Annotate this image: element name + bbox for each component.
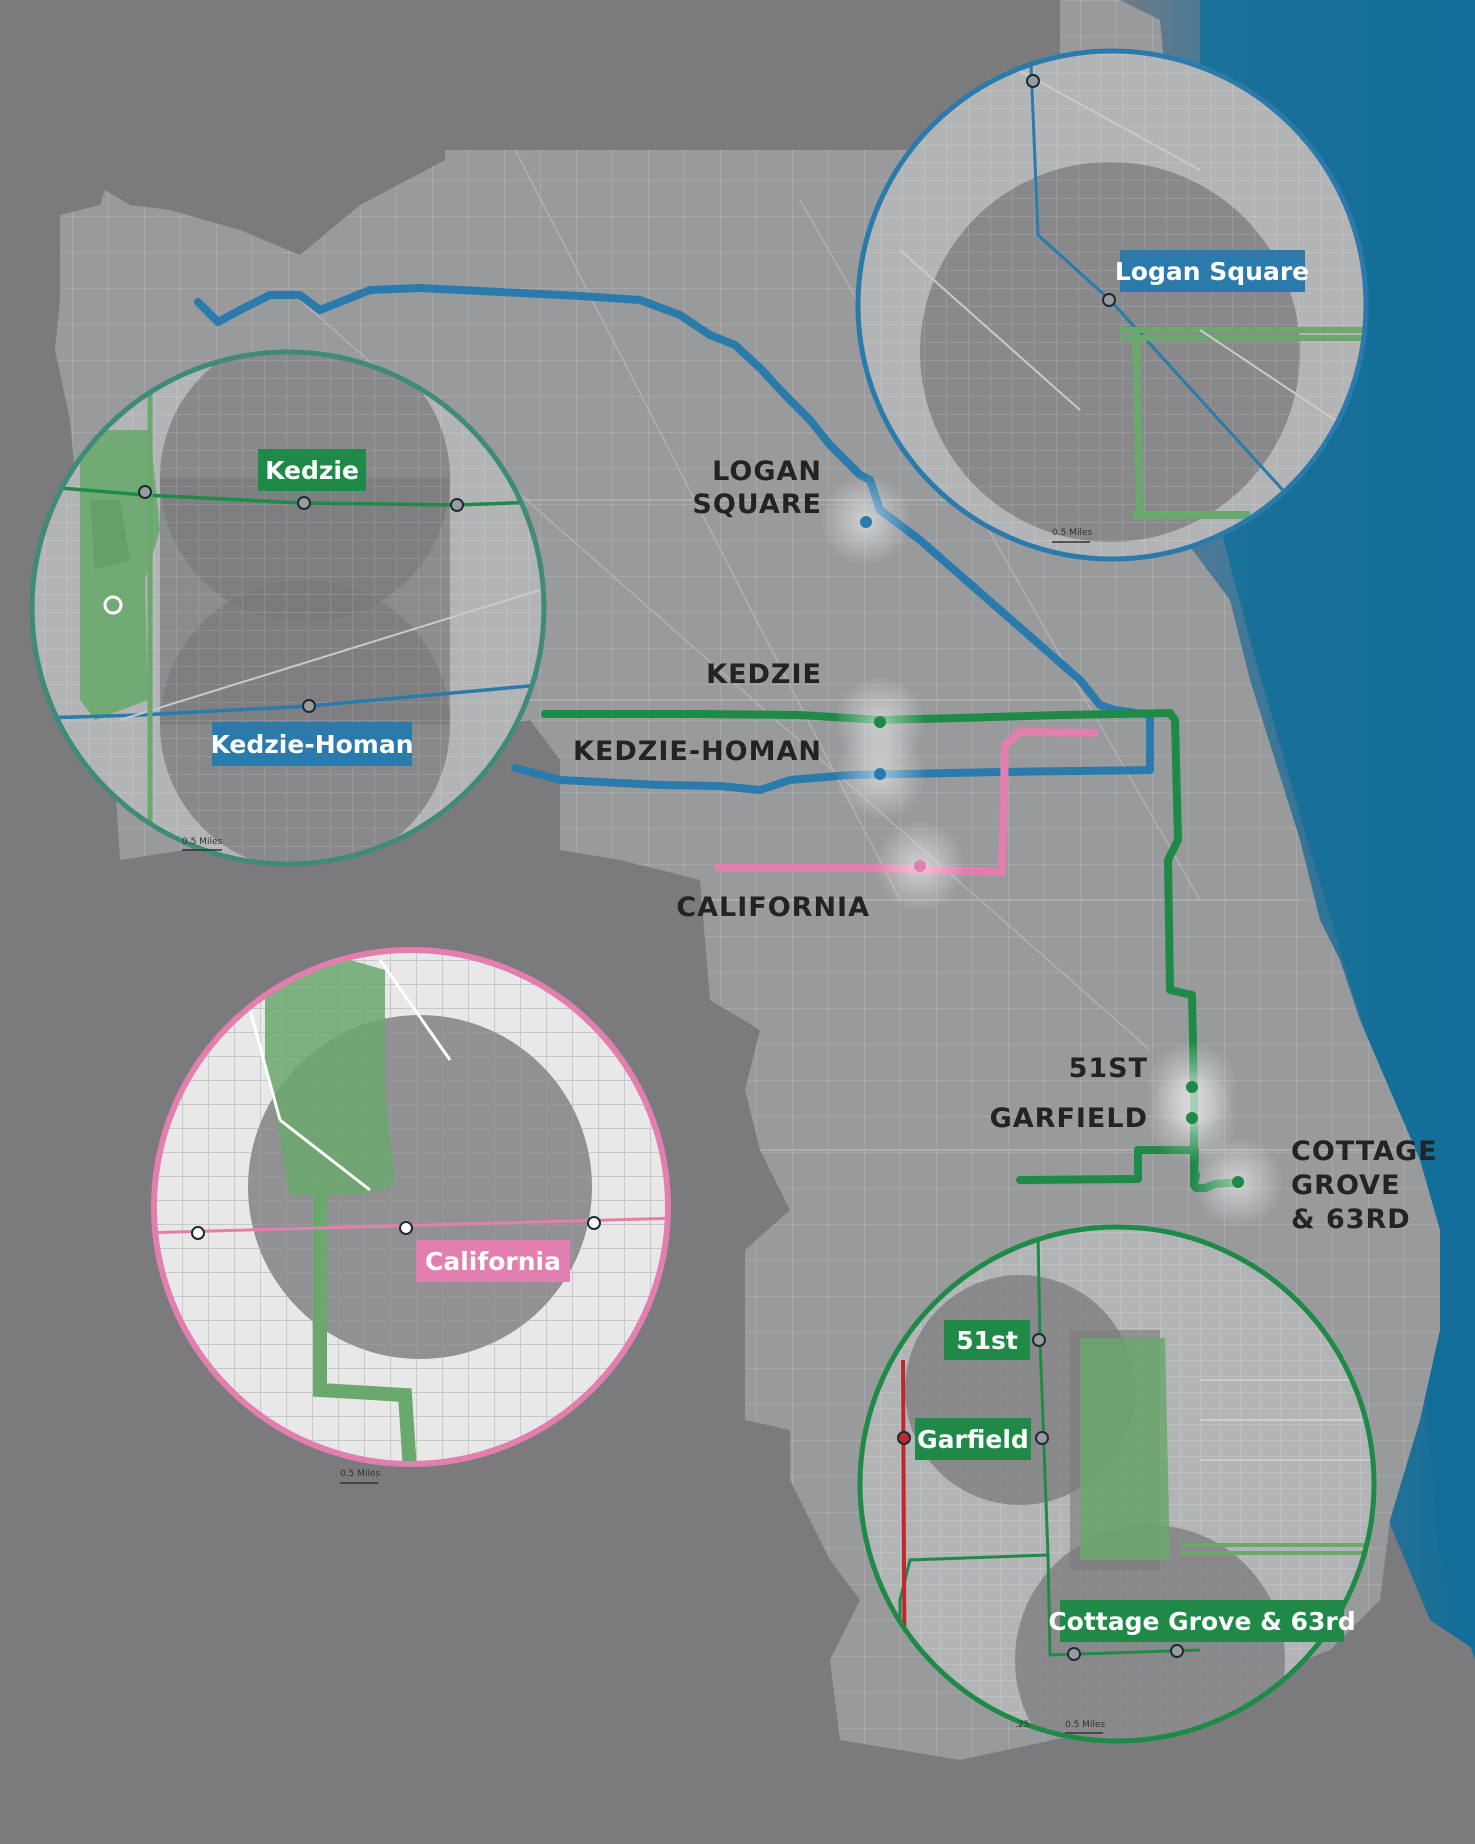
inset-51st-title-box [944,1320,1030,1360]
inset-south-scale: 0.5 Miles [1065,1720,1105,1730]
label-cottage-1: COTTAGE [1291,1136,1438,1167]
inset-logan-title: Logan Square [1115,257,1309,286]
label-logan-1: LOGAN [712,456,822,487]
inset-cottage-title: Cottage Grove & 63rd [1048,1607,1355,1636]
label-kedzie-homan: KEDZIE-HOMAN [573,736,822,767]
station-dot-icon [138,485,152,499]
inset-garfield-title-box [915,1418,1031,1460]
label-cottage-2: GROVE [1291,1170,1401,1201]
inset-california: California 0.5 Miles [151,947,671,1484]
station-dot-icon [1102,293,1116,307]
inset-california-scale: 0.5 Miles [340,1469,380,1479]
station-dot-icon [1186,1112,1198,1124]
park-area [1080,1338,1170,1560]
map-labels: LOGAN SQUARE KEDZIE KEDZIE-HOMAN CALIFOR… [573,456,1438,1235]
inset-logan-border [855,48,1369,562]
station-dots [860,516,1244,1188]
blue-line [194,284,1154,794]
inset-california-border [151,947,671,1467]
inset-california-title-box [416,1240,570,1282]
label-logan-2: SQUARE [692,489,822,520]
inset-logan-square: Logan Square 0.5 Miles [855,48,1369,562]
inset-garfield-title: Garfield [917,1425,1029,1454]
inset-kedzie-title-box [258,449,366,491]
inset-south: 51st Garfield Cottage Grove & 63rd 0.5 M… [857,1224,1377,1744]
station-dot-icon [1035,1431,1049,1445]
station-dot-icon [450,498,464,512]
inset-california-title: California [425,1247,561,1276]
park-area [265,960,395,1195]
inset-kedzie-scale: 0.5 Miles [182,837,222,847]
station-dot-icon [860,516,872,528]
label-garfield: GARFIELD [990,1103,1148,1134]
station-dot-icon [897,1431,911,1445]
station-dot-icon [302,699,316,713]
inset-logan-title-box [1120,250,1305,292]
station-dot-icon [587,1216,601,1230]
label-51st: 51ST [1069,1053,1148,1084]
inset-logan-scale: 0.5 Miles [1052,528,1092,538]
inset-51st-title: 51st [956,1326,1018,1355]
label-cottage-3: & 63RD [1291,1204,1411,1235]
station-dot-icon [399,1221,413,1235]
inset-kedzie-homan-title-box [212,722,412,766]
inset-south-scale-partial: .25 [1015,1720,1029,1730]
station-dot-icon [874,768,886,780]
station-dot-icon [1186,1081,1198,1093]
station-dot-icon [1026,74,1040,88]
station-dot-icon [1170,1644,1184,1658]
inset-kedzie-title: Kedzie [265,456,359,485]
park-circle-icon [103,595,123,615]
label-kedzie: KEDZIE [706,659,822,690]
station-dot-icon [1067,1647,1081,1661]
station-dot-icon [297,496,311,510]
inset-kedzie: Kedzie Kedzie-Homan 0.5 Miles [29,349,547,867]
label-california: CALIFORNIA [676,892,870,923]
inset-south-border [857,1224,1377,1744]
inset-cottage-title-box [1060,1600,1344,1642]
pink-line [714,728,1099,876]
station-dot-icon [1032,1333,1046,1347]
inset-kedzie-homan-title: Kedzie-Homan [210,730,413,759]
station-dot-icon [1232,1176,1244,1188]
station-dot-icon [914,860,926,872]
station-dot-icon [874,716,886,728]
station-dot-icon [191,1226,205,1240]
inset-kedzie-border [29,349,547,867]
